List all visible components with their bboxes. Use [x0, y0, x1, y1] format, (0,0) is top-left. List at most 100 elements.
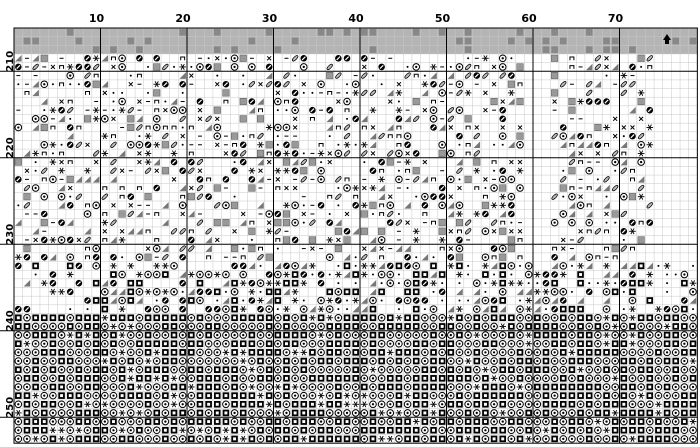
- stitch-symbol: [637, 322, 645, 331]
- stitch-symbol: [248, 392, 256, 399]
- stitch-symbol: [499, 305, 507, 313]
- stitch-symbol: [337, 282, 340, 285]
- stitch-symbol: [467, 299, 470, 302]
- stitch-symbol: [14, 123, 23, 132]
- stitch-symbol: [490, 305, 498, 313]
- stitch-symbol: [32, 435, 39, 442]
- stitch-symbol: [559, 124, 567, 131]
- stitch-symbol: [136, 383, 143, 391]
- stitch-symbol: [395, 115, 403, 123]
- header-symbol: [248, 37, 256, 45]
- stitch-symbol: [118, 332, 126, 339]
- stitch-symbol: [568, 435, 576, 443]
- stitch-symbol: [577, 331, 584, 339]
- stitch-symbol: [507, 175, 516, 184]
- stitch-symbol: [594, 98, 602, 105]
- stitch-symbol: [276, 308, 279, 311]
- stitch-symbol: [265, 426, 273, 435]
- stitch-symbol: [110, 262, 117, 269]
- stitch-symbol: [222, 89, 230, 97]
- stitch-symbol: [465, 142, 471, 147]
- stitch-symbol: [248, 184, 256, 192]
- stitch-symbol: [265, 72, 273, 79]
- stitch-symbol: [188, 236, 195, 244]
- stitch-symbol: [568, 106, 576, 114]
- stitch-symbol: [620, 313, 628, 322]
- stitch-symbol: [285, 109, 288, 112]
- stitch-symbol: [230, 63, 239, 71]
- stitch-symbol: [646, 202, 653, 209]
- stitch-symbol: [66, 400, 75, 409]
- stitch-symbol: [83, 210, 92, 218]
- stitch-symbol: [422, 159, 428, 165]
- stitch-symbol: [534, 314, 541, 322]
- stitch-symbol: [196, 400, 204, 408]
- stitch-symbol: [456, 400, 463, 408]
- stitch-symbol: [170, 331, 178, 339]
- up-arrow-icon[interactable]: [663, 34, 671, 44]
- stitch-symbol: [467, 57, 470, 60]
- stitch-symbol: [127, 383, 135, 391]
- stitch-symbol: [360, 374, 369, 383]
- stitch-symbol: [213, 106, 221, 114]
- stitch-symbol: [126, 409, 135, 417]
- stitch-symbol: [456, 236, 463, 244]
- stitch-symbol: [326, 426, 334, 434]
- stitch-symbol: [681, 392, 688, 399]
- stitch-symbol: [680, 435, 689, 443]
- stitch-symbol: [516, 322, 524, 331]
- stitch-symbol: [222, 201, 230, 210]
- stitch-symbol: [102, 186, 108, 190]
- stitch-symbol: [180, 211, 186, 217]
- stitch-symbol: [129, 74, 132, 77]
- stitch-symbol: [386, 400, 395, 409]
- major-gridlines: [0, 27, 698, 444]
- stitch-symbol: [86, 308, 89, 311]
- stitch-symbol: [32, 375, 39, 382]
- stitch-symbol: [213, 132, 222, 140]
- stitch-symbol: [127, 392, 135, 399]
- stitch-symbol: [499, 72, 506, 79]
- stitch-symbol: [369, 201, 377, 209]
- stitch-symbol: [406, 187, 409, 190]
- stitch-symbol: [110, 236, 117, 244]
- stitch-symbol: [448, 228, 454, 234]
- stitch-symbol: [620, 262, 628, 270]
- stitch-symbol: [257, 202, 264, 209]
- stitch-symbol: [248, 81, 255, 88]
- stitch-symbol: [282, 219, 291, 227]
- stitch-symbol: [102, 90, 108, 96]
- stitch-symbol: [352, 89, 359, 96]
- stitch-symbol: [680, 426, 689, 435]
- stitch-symbol: [162, 288, 169, 295]
- stitch-symbol: [162, 357, 169, 365]
- stitch-symbol: [32, 150, 39, 157]
- stitch-symbol: [429, 115, 438, 123]
- stitch-symbol: [101, 426, 109, 434]
- stitch-symbol: [299, 322, 308, 331]
- stitch-symbol: [248, 63, 256, 71]
- stitch-symbol: [421, 331, 429, 339]
- stitch-symbol: [274, 210, 282, 218]
- stitch-symbol: [464, 391, 472, 400]
- stitch-symbol: [640, 65, 643, 68]
- stitch-symbol: [66, 236, 74, 244]
- stitch-symbol: [274, 418, 282, 425]
- stitch-symbol: [84, 54, 91, 62]
- stitch-symbol: [282, 158, 291, 166]
- stitch-symbol: [412, 357, 420, 365]
- stitch-symbol: [680, 339, 689, 348]
- stitch-symbol: [346, 299, 349, 302]
- stitch-symbol: [397, 100, 400, 103]
- stitch-symbol: [256, 339, 265, 348]
- stitch-symbol: [66, 219, 74, 226]
- stitch-symbol: [317, 332, 325, 339]
- stitch-symbol: [302, 152, 305, 155]
- stitch-symbol: [559, 297, 567, 304]
- stitch-symbol: [663, 314, 671, 322]
- stitch-symbol: [162, 63, 169, 71]
- header-symbol: [525, 37, 532, 45]
- stitch-symbol: [240, 211, 246, 217]
